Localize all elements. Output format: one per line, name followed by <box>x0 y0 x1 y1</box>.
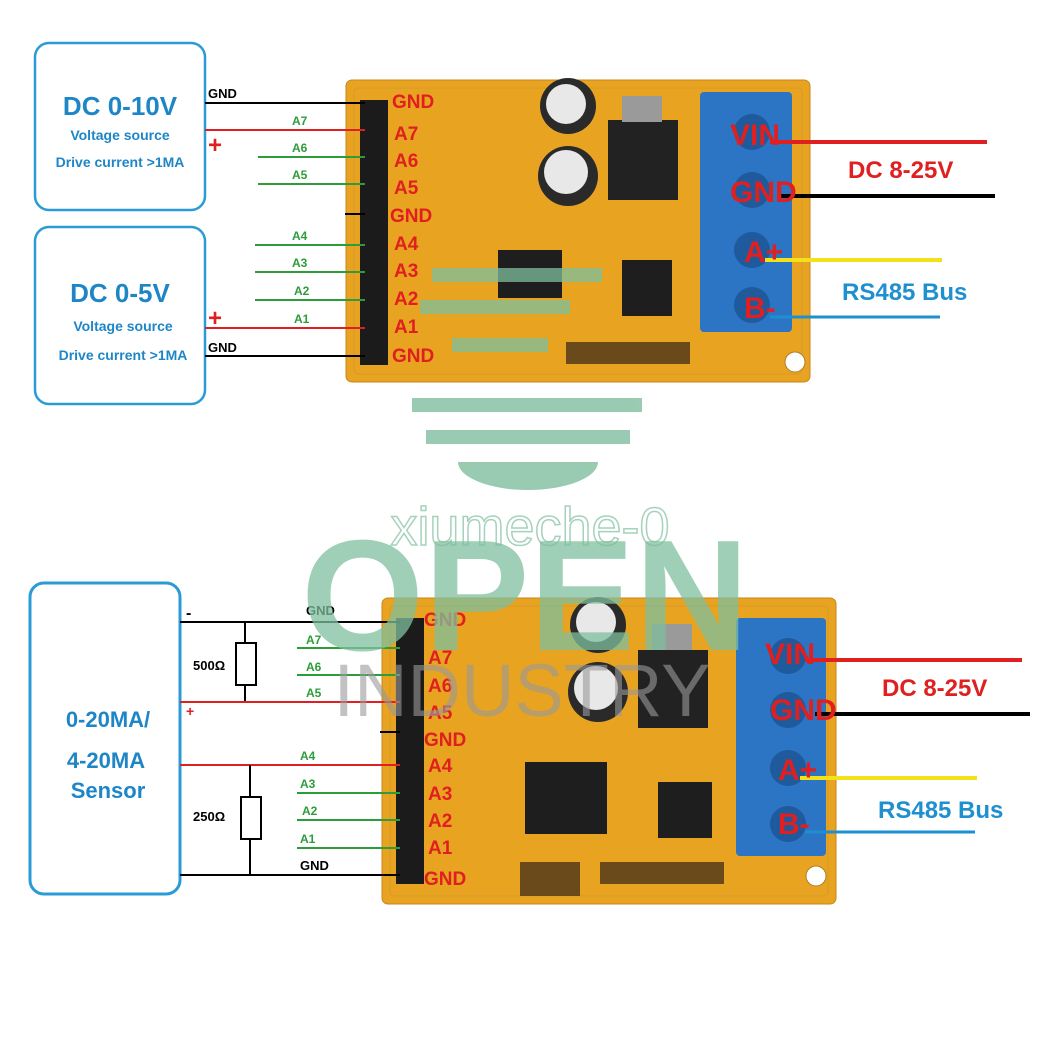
svg-text:VIN: VIN <box>765 638 815 671</box>
top-wire-a1: A1 <box>294 312 310 326</box>
svg-text:A5: A5 <box>394 178 419 199</box>
svg-text:GND: GND <box>392 346 434 367</box>
top-ic-2 <box>622 260 672 316</box>
bottom-wire-a3: A3 <box>300 777 316 791</box>
bottom-board <box>381 597 837 905</box>
top-pin-header <box>360 100 388 365</box>
bottom-wire-a4: A4 <box>300 749 316 763</box>
svg-text:A6: A6 <box>428 676 452 697</box>
svg-text:A3: A3 <box>394 261 418 282</box>
top-box-0-5v <box>33 225 207 406</box>
top-plus-1: + <box>208 132 222 159</box>
bottom-plus: + <box>186 703 194 719</box>
svg-text:A4: A4 <box>394 234 419 255</box>
bottom-wire-labels: A7 A6 A5 A4 A3 A2 A1 <box>300 633 322 846</box>
sensor-box <box>28 581 182 896</box>
top-box1-line1: Voltage source <box>70 127 170 143</box>
svg-text:A7: A7 <box>394 124 418 145</box>
top-wire-a5: A5 <box>292 168 308 182</box>
bottom-wire-a6: A6 <box>306 660 322 674</box>
svg-text:B-: B- <box>744 292 776 325</box>
top-board-pin-labels: GND A7 A6 A5 GND A4 A3 A2 A1 GND <box>390 92 434 367</box>
top-wire-labels: A7 A6 A5 A4 A3 A2 A1 <box>292 114 310 326</box>
sensor-line3: Sensor <box>71 778 146 803</box>
bottom-gnd-wire-label-1: GND <box>306 603 335 618</box>
svg-text:GND: GND <box>770 694 837 727</box>
top-wire-a4: A4 <box>292 229 308 243</box>
top-terminal-labels: VIN GND A+ B- <box>730 119 797 325</box>
bottom-power-label: DC 8-25V <box>882 675 987 702</box>
bottom-wires <box>180 621 400 876</box>
bottom-wire-a2: A2 <box>302 804 318 818</box>
svg-text:A1: A1 <box>394 317 419 338</box>
top-box1-line2: Drive current >1MA <box>56 154 185 170</box>
bottom-terminal-block <box>736 618 826 856</box>
resistor-500-label: 500Ω <box>193 658 225 673</box>
bottom-bus-label: RS485 Bus <box>878 797 1003 824</box>
top-wire-a6: A6 <box>292 141 308 155</box>
svg-text:GND: GND <box>392 92 434 113</box>
top-terminal-block <box>700 92 792 332</box>
svg-text:A2: A2 <box>394 289 418 310</box>
svg-text:A+: A+ <box>778 754 817 787</box>
bottom-wire-a7: A7 <box>306 633 322 647</box>
bottom-terminal-labels: VIN GND A+ B- <box>765 638 837 841</box>
bottom-ic-2 <box>658 782 712 838</box>
sensor-line2: 4-20MA <box>67 748 145 773</box>
top-power-label: DC 8-25V <box>848 157 953 184</box>
resistor-500 <box>235 642 257 686</box>
svg-text:GND: GND <box>424 610 466 631</box>
top-regulator-chip <box>608 120 678 200</box>
bottom-minus: - <box>186 605 191 622</box>
top-wire-a3: A3 <box>292 256 308 270</box>
svg-text:A1: A1 <box>428 838 453 859</box>
svg-text:A5: A5 <box>428 703 453 724</box>
bottom-board-pin-labels: GND A7 A6 A5 GND A4 A3 A2 A1 GND <box>424 610 466 890</box>
resistor-250-label: 250Ω <box>193 809 225 824</box>
top-wires <box>205 102 365 357</box>
svg-text:A+: A+ <box>744 236 783 269</box>
top-box-0-10v <box>33 41 207 212</box>
svg-text:B-: B- <box>778 808 810 841</box>
svg-text:GND: GND <box>730 176 797 209</box>
svg-text:A3: A3 <box>428 784 452 805</box>
top-bus-label: RS485 Bus <box>842 279 967 306</box>
svg-text:GND: GND <box>390 206 432 227</box>
svg-text:GND: GND <box>424 730 466 751</box>
top-wire-a7: A7 <box>292 114 308 128</box>
top-plus-2: + <box>208 305 222 332</box>
top-wire-a2: A2 <box>294 284 310 298</box>
top-box2-line2: Drive current >1MA <box>59 347 188 363</box>
svg-text:A6: A6 <box>394 151 418 172</box>
bottom-pin-header <box>396 618 424 884</box>
bottom-wire-a5: A5 <box>306 686 322 700</box>
watermark-industry: INDUSTRY <box>334 649 711 732</box>
bottom-wire-a1: A1 <box>300 832 316 846</box>
svg-text:A2: A2 <box>428 811 452 832</box>
svg-text:A4: A4 <box>428 756 453 777</box>
resistor-250 <box>240 796 262 840</box>
sensor-line1: 0-20MA/ <box>66 707 150 732</box>
watermark-open: OPEN <box>301 508 749 684</box>
svg-text:A7: A7 <box>428 648 452 669</box>
svg-text:VIN: VIN <box>730 119 780 152</box>
top-gnd-wire-label-2: GND <box>208 340 237 355</box>
top-board <box>345 78 811 383</box>
watermark-small: xiumeche-0 <box>390 497 669 557</box>
top-gnd-wire-label-1: GND <box>208 86 237 101</box>
watermark-logo <box>412 398 642 490</box>
bottom-ic-1 <box>525 762 607 834</box>
svg-text:GND: GND <box>424 869 466 890</box>
bottom-gnd-wire-label-2: GND <box>300 858 329 873</box>
top-box1-title: DC 0-10V <box>63 91 178 121</box>
top-box2-line1: Voltage source <box>73 318 173 334</box>
top-box2-title: DC 0-5V <box>70 278 170 308</box>
